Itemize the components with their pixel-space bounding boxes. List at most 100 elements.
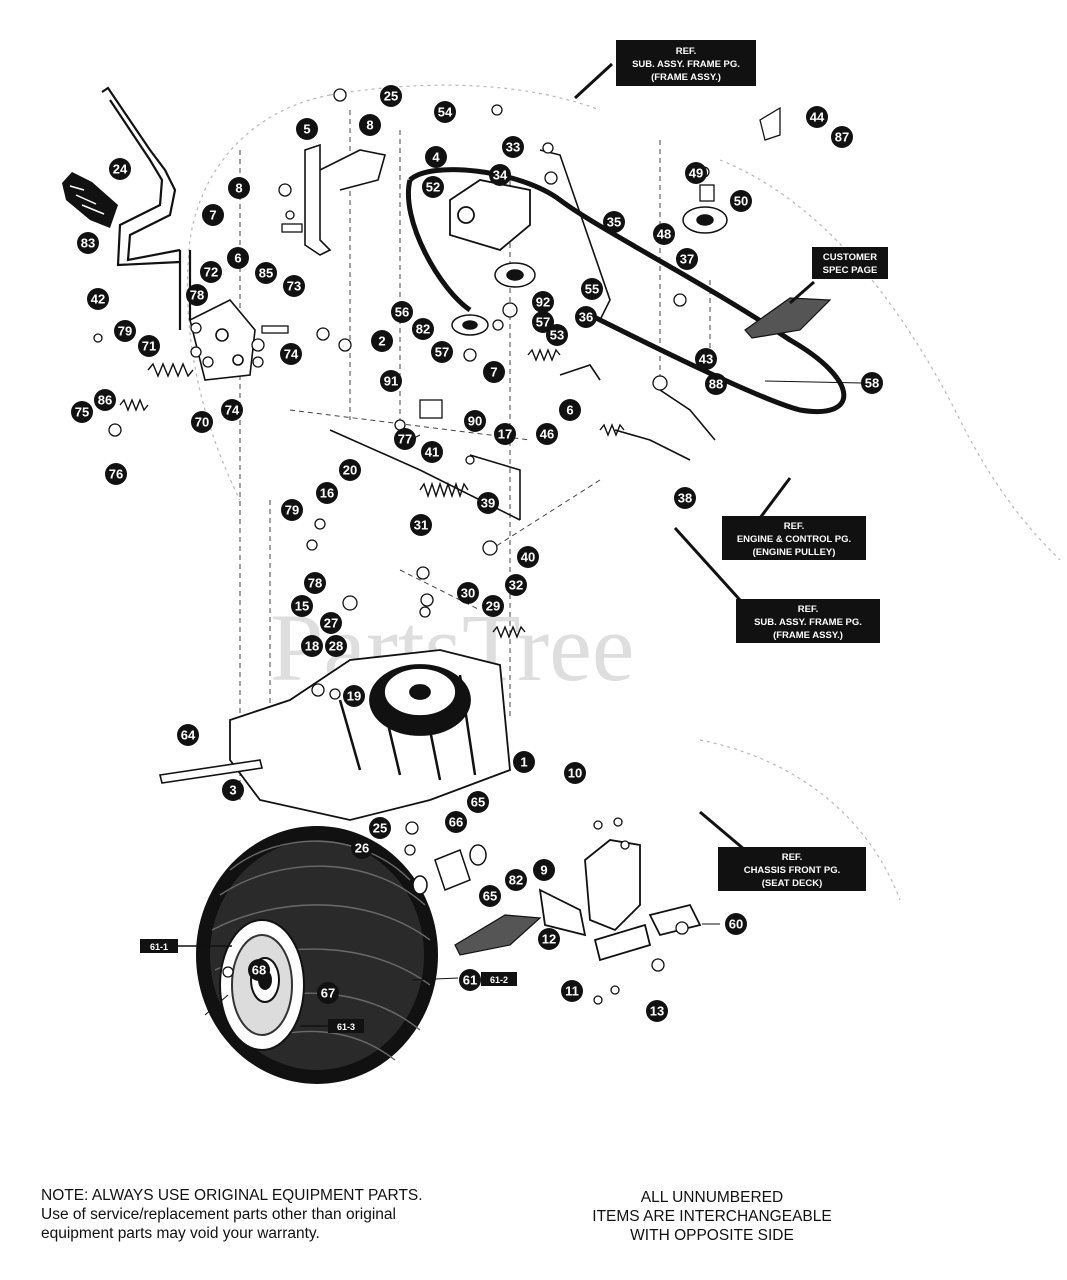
upper-bracket bbox=[304, 143, 387, 256]
svg-text:(SEAT DECK): (SEAT DECK) bbox=[762, 878, 823, 889]
callout-number: 25 bbox=[373, 821, 387, 836]
callout-number: 11 bbox=[565, 984, 579, 999]
callout-circle bbox=[494, 423, 516, 445]
idler-housing bbox=[449, 179, 531, 252]
callout-44: 44 bbox=[806, 106, 828, 128]
callout-78: 78 bbox=[186, 284, 208, 306]
callout-73: 73 bbox=[283, 275, 305, 297]
callout-3: 3 bbox=[222, 779, 244, 801]
ref-arrows bbox=[573, 62, 815, 852]
customer-spec-box: CUSTOMER SPEC PAGE bbox=[812, 247, 888, 279]
seat-deck-bracket bbox=[538, 839, 702, 962]
callout-number: 72 bbox=[204, 265, 218, 280]
callout-number: 78 bbox=[190, 288, 204, 303]
callout-number: 50 bbox=[734, 194, 748, 209]
callout-circle bbox=[248, 959, 270, 981]
callout-number: 76 bbox=[109, 467, 123, 482]
callout-39: 39 bbox=[477, 492, 499, 514]
warranty-note: NOTE: ALWAYS USE ORIGINAL EQUIPMENT PART… bbox=[41, 1186, 511, 1243]
callout-number: 67 bbox=[321, 986, 335, 1001]
callout-circle bbox=[806, 106, 828, 128]
callout-86: 86 bbox=[94, 389, 116, 411]
callout-circle bbox=[351, 837, 373, 859]
callout-number: 92 bbox=[536, 295, 550, 310]
callout-circle bbox=[695, 348, 717, 370]
svg-text:(ENGINE PULLEY): (ENGINE PULLEY) bbox=[753, 547, 836, 558]
callout-number: 53 bbox=[550, 328, 564, 343]
callout-circle bbox=[559, 399, 581, 421]
callout-number: 29 bbox=[486, 599, 500, 614]
callout-38: 38 bbox=[674, 487, 696, 509]
callout-number: 66 bbox=[449, 815, 463, 830]
callout-number: 74 bbox=[225, 403, 240, 418]
callout-number: 18 bbox=[305, 639, 319, 654]
callout-number: 56 bbox=[395, 305, 409, 320]
callout-74: 74 bbox=[280, 343, 302, 365]
callout-2: 2 bbox=[371, 330, 393, 352]
callout-82: 82 bbox=[505, 869, 527, 891]
callout-49: 49 bbox=[685, 162, 707, 184]
callout-37: 37 bbox=[676, 248, 698, 270]
callout-number: 2 bbox=[378, 334, 385, 349]
callout-circle bbox=[71, 401, 93, 423]
callout-20: 20 bbox=[339, 459, 361, 481]
spacers bbox=[412, 844, 487, 895]
callout-circle bbox=[674, 487, 696, 509]
callout-circle bbox=[482, 595, 504, 617]
callout-number: 27 bbox=[324, 616, 338, 631]
callout-circle bbox=[457, 582, 479, 604]
springs bbox=[119, 348, 625, 639]
callout-number: 26 bbox=[355, 841, 369, 856]
callout-52: 52 bbox=[422, 176, 444, 198]
callout-32: 32 bbox=[505, 574, 527, 596]
ref-box: REF. ENGINE & CONTROL PG. (ENGINE PULLEY… bbox=[722, 516, 866, 560]
callout-number: 79 bbox=[285, 503, 299, 518]
callout-number: 8 bbox=[235, 181, 242, 196]
callout-circle bbox=[186, 284, 208, 306]
callout-number: 10 bbox=[568, 766, 582, 781]
callout-53: 53 bbox=[546, 324, 568, 346]
callout-16: 16 bbox=[316, 482, 338, 504]
callout-circle bbox=[646, 1000, 668, 1022]
callout-number: 91 bbox=[384, 374, 398, 389]
svg-text:61-2: 61-2 bbox=[490, 975, 508, 985]
callout-83: 83 bbox=[77, 232, 99, 254]
callout-35: 35 bbox=[603, 211, 625, 233]
callout-number: 19 bbox=[347, 689, 361, 704]
callout-57: 57 bbox=[532, 311, 554, 333]
callout-number: 20 bbox=[343, 463, 357, 478]
callout-number: 85 bbox=[259, 266, 273, 281]
callout-number: 41 bbox=[425, 445, 439, 460]
callout-65: 65 bbox=[467, 791, 489, 813]
callout-number: 83 bbox=[81, 236, 95, 251]
callout-11: 11 bbox=[561, 980, 583, 1002]
callout-circle bbox=[546, 324, 568, 346]
callout-number: 60 bbox=[729, 917, 743, 932]
svg-text:REF.: REF. bbox=[676, 46, 697, 57]
callout-circle bbox=[109, 158, 131, 180]
callout-12: 12 bbox=[538, 928, 560, 950]
callout-circle bbox=[489, 164, 511, 186]
callout-24: 24 bbox=[109, 158, 131, 180]
svg-text:SPEC PAGE: SPEC PAGE bbox=[823, 265, 878, 276]
callout-number: 58 bbox=[865, 376, 879, 391]
callout-50: 50 bbox=[730, 190, 752, 212]
callout-circle bbox=[676, 248, 698, 270]
callout-number: 7 bbox=[490, 365, 497, 380]
svg-text:CHASSIS FRONT PG.: CHASSIS FRONT PG. bbox=[744, 865, 841, 876]
callout-number: 43 bbox=[699, 352, 713, 367]
tag-61-1: 61-1 bbox=[140, 939, 232, 953]
callout-27: 27 bbox=[320, 612, 342, 634]
callout-number: 36 bbox=[579, 310, 593, 325]
note-line: WITH OPPOSITE SIDE bbox=[630, 1227, 794, 1244]
callout-5: 5 bbox=[296, 118, 318, 140]
callout-circle bbox=[94, 389, 116, 411]
callout-13: 13 bbox=[646, 1000, 668, 1022]
callout-circle bbox=[291, 595, 313, 617]
callout-31: 31 bbox=[410, 514, 432, 536]
callout-circle bbox=[483, 361, 505, 383]
callout-number: 5 bbox=[303, 122, 310, 137]
callout-circle bbox=[138, 335, 160, 357]
callout-number: 6 bbox=[234, 251, 241, 266]
svg-text:61-1: 61-1 bbox=[150, 942, 168, 952]
